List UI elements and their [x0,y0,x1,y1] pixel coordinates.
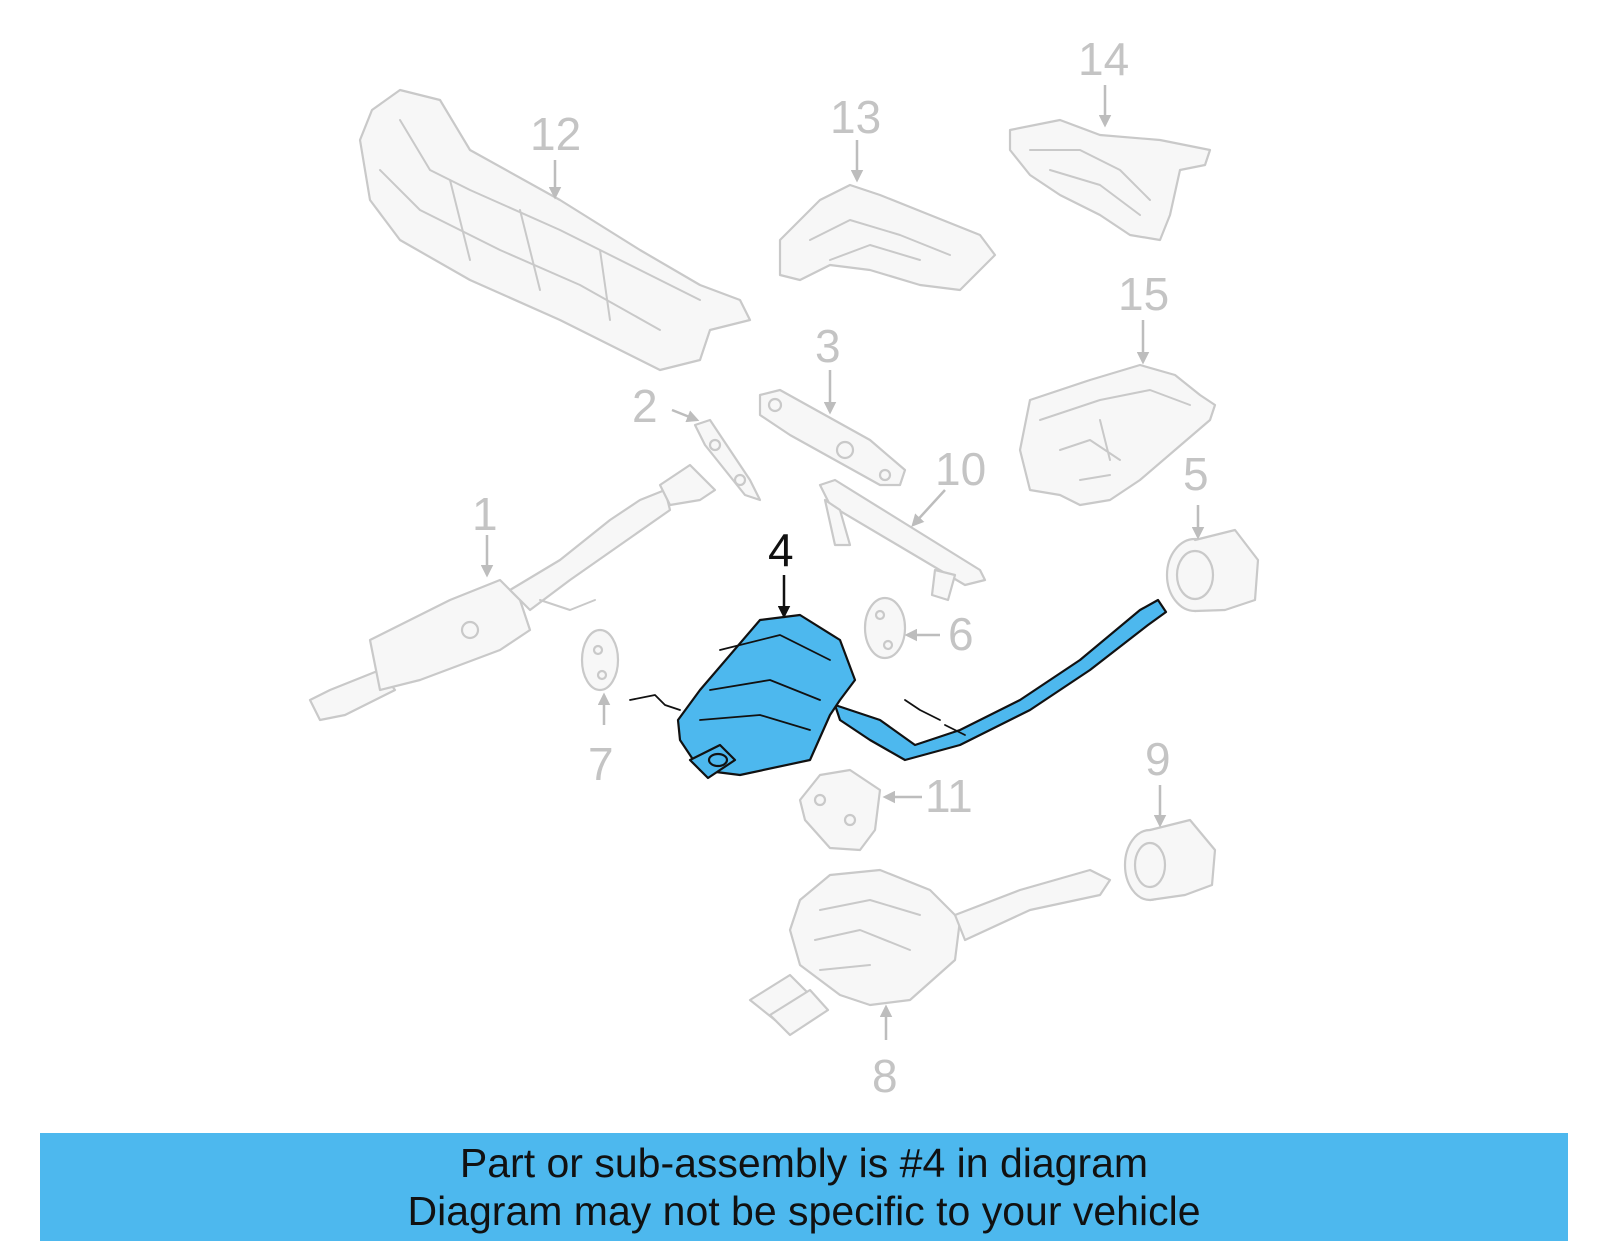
part-7-hanger [580,628,620,692]
callout-4: 4 [768,524,794,576]
callout-1: 1 [472,488,498,540]
part-15-heat-shield [1018,363,1217,507]
part-5-clamp [1165,528,1260,613]
callout-2: 2 [632,380,658,432]
part-4-center-muffler [629,598,1168,780]
callout-8: 8 [872,1050,898,1102]
callout-13: 13 [830,91,881,143]
callout-11: 11 [925,770,973,822]
part-10-bracket [818,478,987,602]
part-12-heat-shield [358,88,752,372]
part-3-bracket [758,388,907,487]
part-1-front-pipe [308,463,717,722]
part-14-heat-shield [1008,118,1212,242]
banner-line-1: Part or sub-assembly is #4 in diagram [459,1140,1149,1186]
callout-3: 3 [815,320,841,372]
part-9-clamp [1123,818,1217,902]
part-8-rear-muffler [748,868,1112,1037]
callout-9: 9 [1145,733,1171,785]
callout-5: 5 [1183,448,1209,500]
callout-10: 10 [935,443,986,495]
info-banner: Part or sub-assembly is #4 in diagram Di… [40,1133,1568,1241]
callout-6: 6 [948,608,974,660]
banner-line-2: Diagram may not be specific to your vehi… [407,1188,1201,1234]
part-11-bracket [798,768,882,852]
part-6-hanger [863,596,907,660]
part-13-heat-shield [778,183,997,292]
callout-12: 12 [530,108,581,160]
callout-arrows [480,85,1205,1040]
callout-14: 14 [1078,33,1129,85]
callout-15: 15 [1118,268,1169,320]
part-2-gasket [693,418,762,502]
callout-7: 7 [588,738,614,790]
